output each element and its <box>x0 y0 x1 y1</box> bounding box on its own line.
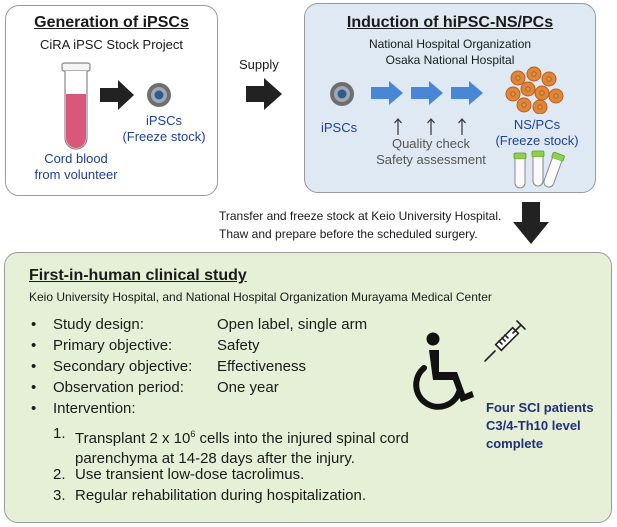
transfer-line-1: Transfer and freeze stock at Keio Univer… <box>219 209 502 223</box>
step-text-line1: Transplant 2 x 106 cells into the injure… <box>75 424 409 449</box>
arrow-right-icon <box>100 80 134 110</box>
syringe-icon <box>484 320 526 362</box>
induction-panel: Induction of hiPSC-NS/PCs National Hospi… <box>304 3 596 193</box>
up-arrow-icon <box>394 118 402 135</box>
study-detail-value: Safety <box>217 337 260 354</box>
ipsc-stock-label: iPSCs (Freeze stock) <box>114 113 214 145</box>
cord-blood-label-line2: from volunteer <box>34 167 118 182</box>
induction-org-1: National Hospital Organization <box>368 37 532 51</box>
study-detail-value: Effectiveness <box>217 358 306 375</box>
cell-icon <box>147 83 171 107</box>
clinical-study-title: First-in-human clinical study <box>29 267 247 284</box>
test-tube-icon <box>61 62 91 150</box>
nspc-label: NS/PCs (Freeze stock) <box>481 117 593 149</box>
induction-ipsc-label: iPSCs <box>321 120 358 135</box>
study-detail-label: Observation period: <box>53 379 184 396</box>
patients-line-1: Four SCI patients <box>486 400 594 415</box>
cell-icon <box>330 82 354 106</box>
supply-arrow-icon <box>246 78 282 110</box>
vials-icon <box>513 150 565 189</box>
supply-label: Supply <box>239 57 279 72</box>
study-detail-value: Open label, single arm <box>217 316 368 333</box>
patients-line-2: C3/4-Th10 level <box>486 418 581 433</box>
quality-check-label: Quality check <box>391 136 471 151</box>
intervention-step: 2. Use transient low-dose tacrolimus. <box>53 466 305 483</box>
blue-arrow-icon <box>371 81 403 105</box>
nspc-label-line2: (Freeze stock) <box>495 133 579 148</box>
intervention-step: 3. Regular rehabilitation during hospita… <box>53 487 367 504</box>
study-detail-row: Intervention: <box>31 400 136 417</box>
induction-title: Induction of hiPSC-NS/PCs <box>346 14 554 31</box>
ipsc-stock-label-line1: iPSCs <box>145 113 183 128</box>
study-detail-label: Intervention: <box>53 400 136 417</box>
wheelchair-icon <box>413 332 474 410</box>
study-detail-label: Primary objective: <box>53 337 173 354</box>
ipsc-stock-label-line2: (Freeze stock) <box>122 129 206 144</box>
step-number: 1. <box>53 425 66 442</box>
generation-subtitle: CiRA iPSC Stock Project <box>39 37 184 52</box>
generation-title: Generation of iPSCs <box>34 14 189 31</box>
cord-blood-label: Cord blood from volunteer <box>24 151 128 183</box>
patients-line-3: complete <box>486 436 544 451</box>
study-detail-row: Secondary objective: Effectiveness <box>31 358 306 375</box>
down-arrow-icon <box>513 202 549 244</box>
step-text-post: cells into the injured spinal cord <box>195 430 409 447</box>
blue-arrow-icon <box>411 81 443 105</box>
generation-panel: Generation of iPSCs CiRA iPSC Stock Proj… <box>5 5 218 196</box>
study-detail-value: One year <box>217 379 279 396</box>
safety-assessment-label: Safety assessment <box>376 152 486 167</box>
study-detail-label: Study design: <box>53 316 144 333</box>
patients-summary: Four SCI patients C3/4-Th10 level comple… <box>486 399 594 453</box>
up-arrow-icon <box>458 118 466 135</box>
step-text: Regular rehabilitation during hospitaliz… <box>75 487 367 504</box>
blue-arrow-icon <box>451 81 483 105</box>
up-arrow-icon <box>427 118 435 135</box>
step-text-pre: Transplant 2 x 10 <box>75 430 191 447</box>
induction-org-2: Osaka National Hospital <box>385 53 515 67</box>
step-number: 3. <box>53 487 66 504</box>
study-detail-row: Study design: Open label, single arm <box>31 316 367 333</box>
step-number: 2. <box>53 466 66 483</box>
intervention-step: 1. Transplant 2 x 106 cells into the inj… <box>53 424 409 469</box>
study-detail-label: Secondary objective: <box>53 358 193 375</box>
step-text-exponent: 6 <box>190 429 196 439</box>
transfer-line-2: Thaw and prepare before the scheduled su… <box>219 227 478 241</box>
clinical-study-panel: First-in-human clinical study Keio Unive… <box>4 252 612 523</box>
nspc-label-line1: NS/PCs <box>513 117 561 132</box>
step-text-line2: parenchyma at 14-28 days after the injur… <box>75 450 355 467</box>
step-text: Use transient low-dose tacrolimus. <box>75 466 305 483</box>
clinical-study-sites: Keio University Hospital, and National H… <box>29 290 492 304</box>
study-detail-row: Observation period: One year <box>31 379 279 396</box>
cord-blood-label-line1: Cord blood <box>44 151 108 166</box>
study-detail-row: Primary objective: Safety <box>31 337 260 354</box>
neurosphere-cluster-icon <box>505 66 564 114</box>
